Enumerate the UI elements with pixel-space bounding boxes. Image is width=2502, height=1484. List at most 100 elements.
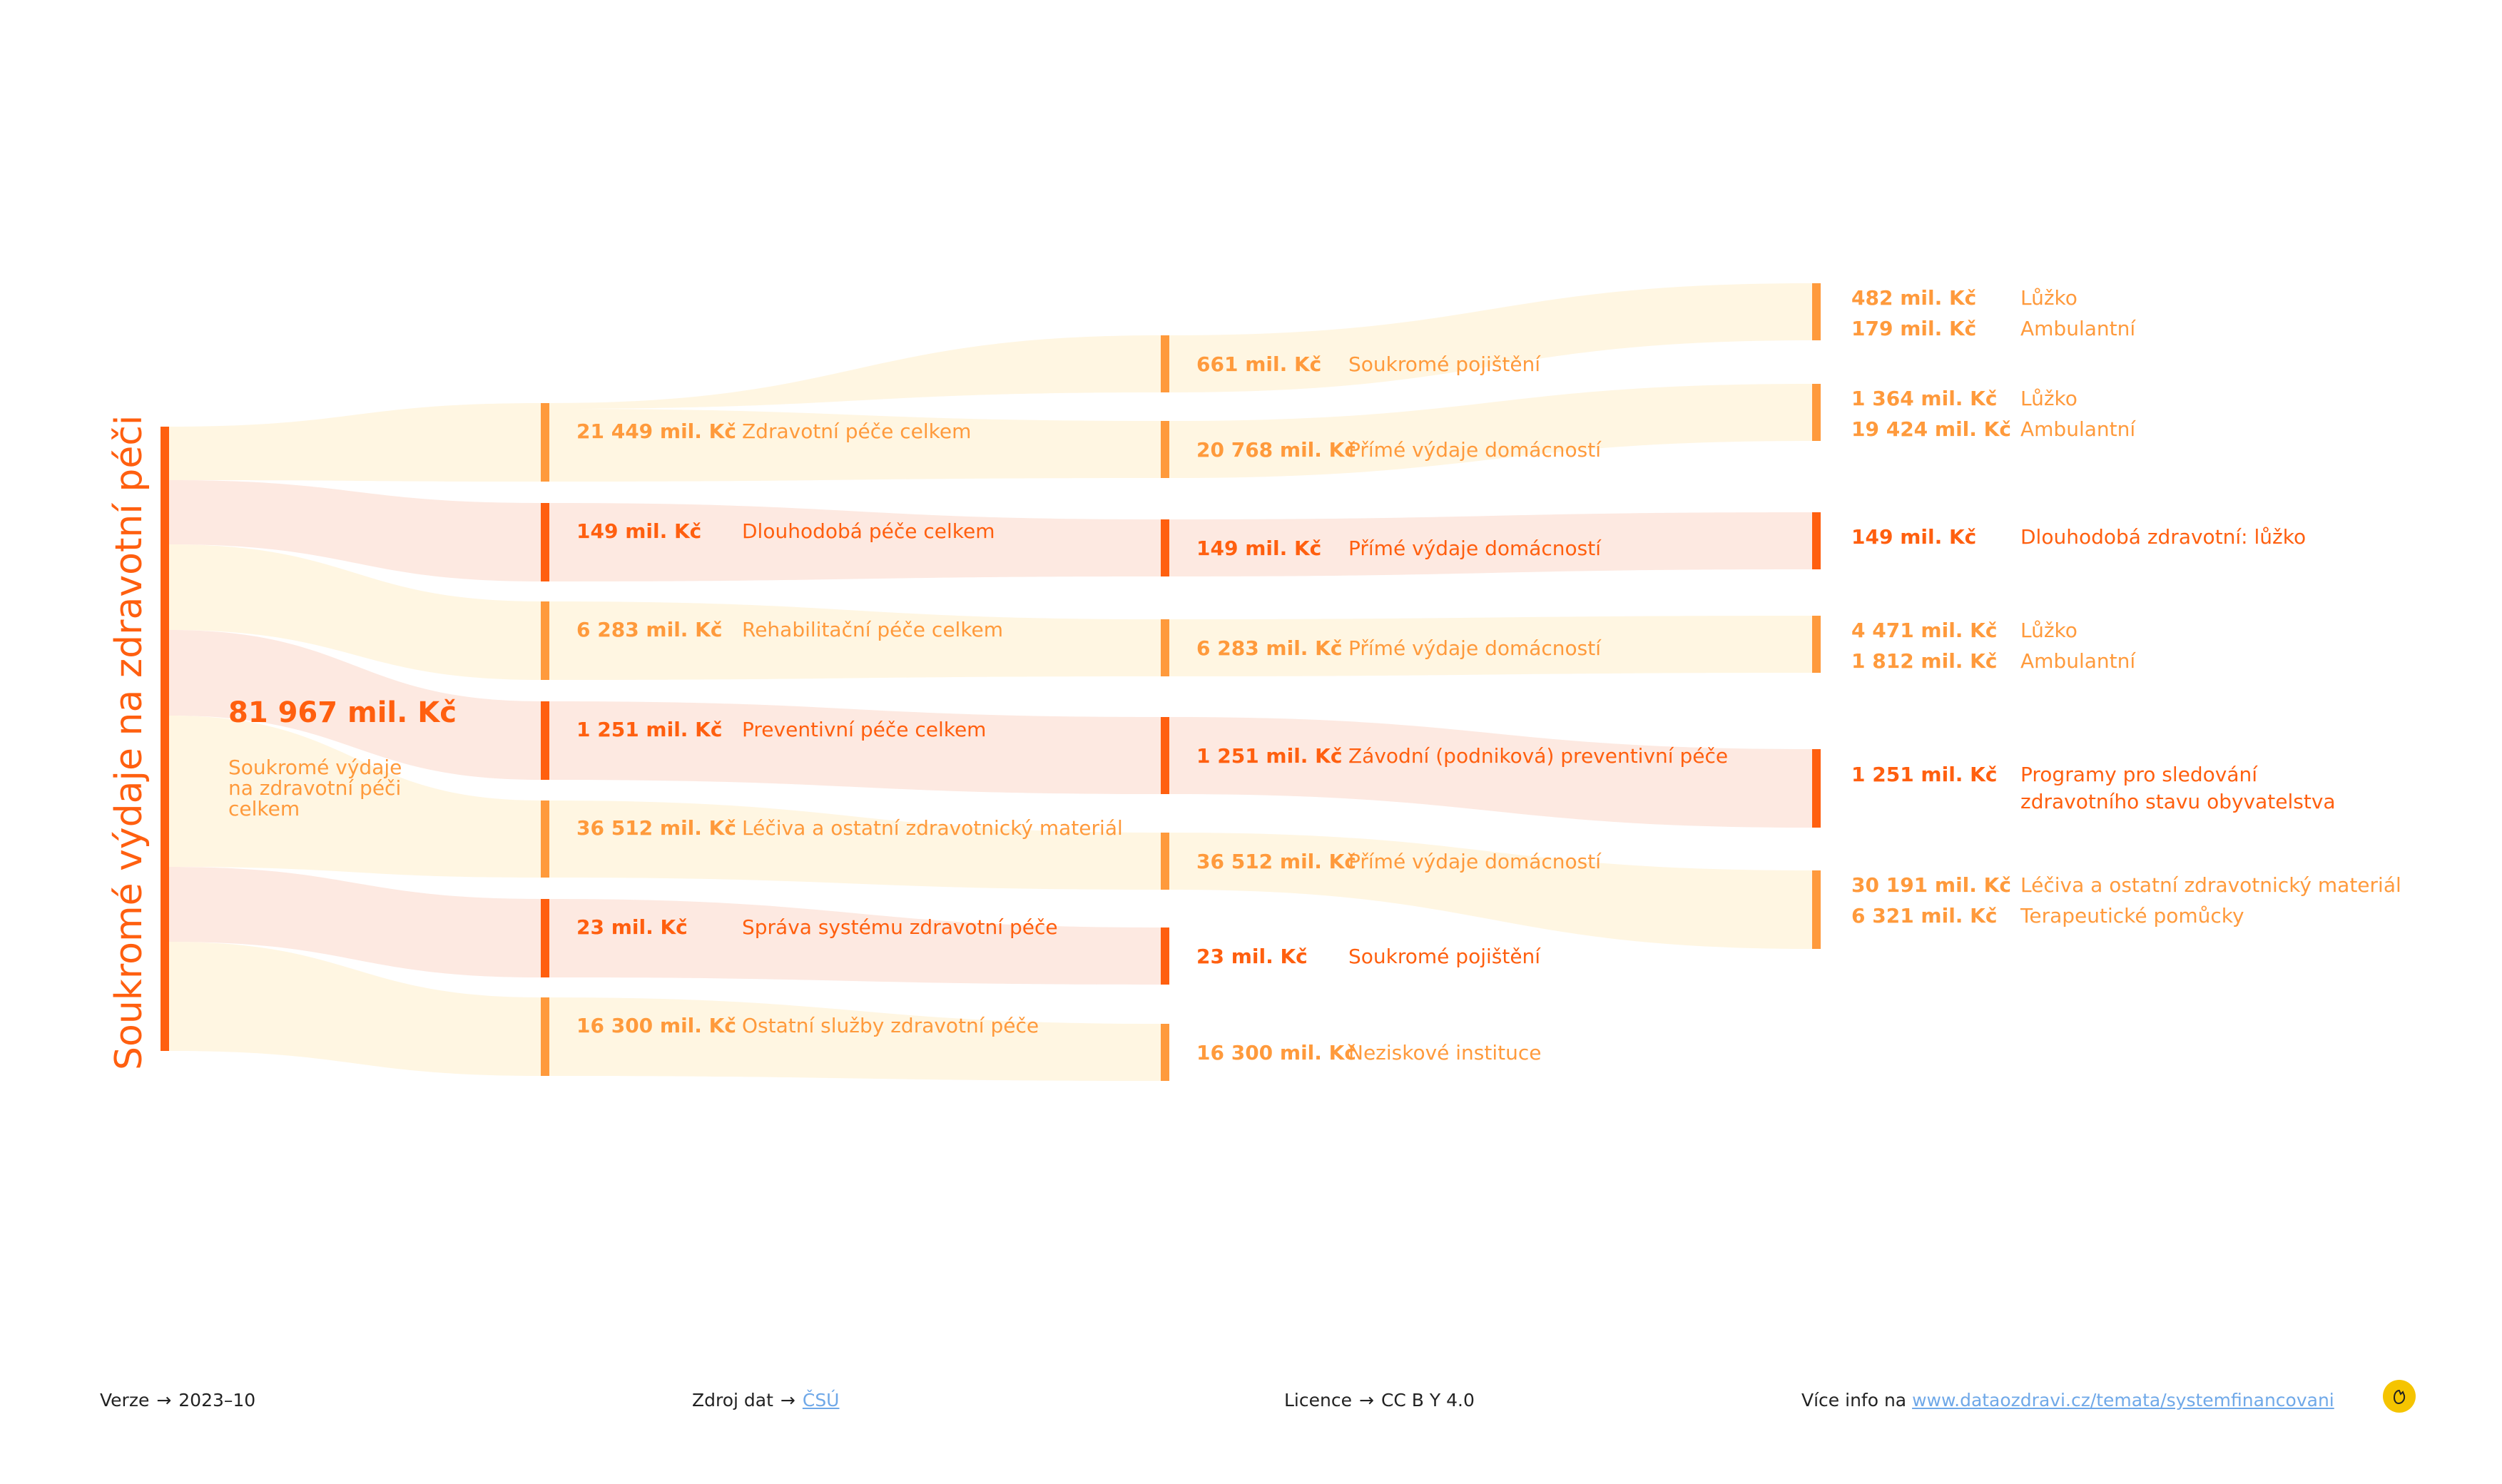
col2-node-value: 149 mil. Kč bbox=[1196, 537, 1321, 560]
col3-node-bar bbox=[1812, 749, 1821, 828]
flow-root-to-col1-4 bbox=[169, 716, 541, 878]
col3-node-label: Dlouhodobá zdravotní: lůžko bbox=[2020, 525, 2306, 549]
col1-node-label: Zdravotní péče celkem bbox=[742, 420, 971, 443]
col2-node-bar bbox=[1161, 833, 1169, 890]
col1-node-label: Správa systému zdravotní péče bbox=[742, 915, 1058, 939]
col3-node-value: 19 424 mil. Kč bbox=[1851, 417, 2011, 441]
flow-col2-to-col3-0 bbox=[1169, 283, 1812, 392]
flow-root-to-col1-1 bbox=[169, 480, 541, 581]
col1-node-value: 6 283 mil. Kč bbox=[576, 618, 722, 641]
col1-node-value: 21 449 mil. Kč bbox=[576, 420, 736, 443]
hand-icon bbox=[2393, 1389, 2406, 1405]
col1-node-label: Preventivní péče celkem bbox=[742, 718, 986, 741]
col2-node-value: 20 768 mil. Kč bbox=[1196, 438, 1356, 462]
col2-node-label: Závodní (podniková) preventivní péče bbox=[1348, 744, 1728, 768]
footer-version: Verze → 2023–10 bbox=[100, 1390, 255, 1411]
col2-node-value: 6 283 mil. Kč bbox=[1196, 636, 1342, 660]
col3-node-value: 6 321 mil. Kč bbox=[1851, 904, 1997, 928]
col3-node-value: 149 mil. Kč bbox=[1851, 525, 1976, 549]
col2-node-bar bbox=[1161, 421, 1169, 478]
col1-node-value: 1 251 mil. Kč bbox=[576, 718, 722, 741]
arrow-right-icon: → bbox=[1358, 1390, 1374, 1411]
col1-node-value: 36 512 mil. Kč bbox=[576, 816, 736, 840]
col3-node-bar bbox=[1812, 616, 1821, 673]
col3-node-bar bbox=[1812, 870, 1821, 949]
col3-node-value: 482 mil. Kč bbox=[1851, 286, 1976, 310]
license-label: Licence bbox=[1284, 1390, 1352, 1411]
root-label-line-2: na zdravotní péči bbox=[228, 776, 401, 800]
col3-node-bar bbox=[1812, 512, 1821, 569]
flow-col1-to-col2-7 bbox=[549, 997, 1161, 1081]
col3-node-label-line-2: zdravotního stavu obyvatelstva bbox=[2020, 790, 2336, 813]
flow-root-to-col1-0 bbox=[169, 403, 541, 482]
sankey-node-bars bbox=[161, 283, 1821, 1081]
col3-node-label: Terapeutické pomůcky bbox=[2020, 904, 2244, 928]
sankey-labels: Soukromé výdaje na zdravotní péči 81 967… bbox=[108, 286, 2401, 1070]
version-label: Verze bbox=[100, 1390, 150, 1411]
flow-col1-to-col2-2 bbox=[549, 503, 1161, 581]
col2-node-label: Přímé výdaje domácností bbox=[1348, 636, 1602, 660]
col2-node-value: 1 251 mil. Kč bbox=[1196, 744, 1342, 768]
flow-root-to-col1-5 bbox=[169, 867, 541, 977]
source-link[interactable]: ČSÚ bbox=[802, 1390, 840, 1411]
col2-node-bar bbox=[1161, 619, 1169, 676]
col1-node-label: Ostatní služby zdravotní péče bbox=[742, 1014, 1039, 1037]
root-value: 81 967 mil. Kč bbox=[228, 696, 457, 729]
arrow-right-icon: → bbox=[780, 1390, 795, 1411]
col2-node-value: 23 mil. Kč bbox=[1196, 945, 1308, 968]
flow-col1-to-col2-3 bbox=[549, 601, 1161, 680]
col2-node-value: 661 mil. Kč bbox=[1196, 352, 1321, 376]
col3-node-label: Ambulantní bbox=[2020, 417, 2136, 441]
col3-node-value: 1 812 mil. Kč bbox=[1851, 649, 1997, 673]
col2-node-value: 36 512 mil. Kč bbox=[1196, 850, 1356, 873]
col3-node-label: Programy pro sledování bbox=[2020, 763, 2258, 786]
col1-node-value: 16 300 mil. Kč bbox=[576, 1014, 736, 1037]
flow-col2-to-col3-2 bbox=[1169, 512, 1812, 576]
root-label-line-1: Soukromé výdaje bbox=[228, 756, 402, 779]
col2-node-bar bbox=[1161, 519, 1169, 576]
col2-node-label: Soukromé pojištění bbox=[1348, 352, 1541, 376]
flow-col1-to-col2-4 bbox=[549, 701, 1161, 794]
col2-node-bar bbox=[1161, 335, 1169, 392]
col3-node-label: Lůžko bbox=[2020, 387, 2078, 410]
sankey-flows bbox=[169, 283, 1812, 1081]
flow-col1-to-col2-6 bbox=[549, 899, 1161, 985]
col1-node-label: Léčiva a ostatní zdravotnický materiál bbox=[742, 816, 1123, 840]
footer-info: Více info na www.dataozdravi.cz/temata/s… bbox=[1801, 1390, 2334, 1411]
col3-node-bar bbox=[1812, 384, 1821, 441]
flow-col2-to-col3-5 bbox=[1169, 833, 1812, 949]
col1-node-bar bbox=[541, 801, 549, 878]
col1-node-label: Rehabilitační péče celkem bbox=[742, 618, 1003, 641]
flow-root-to-col1-2 bbox=[169, 544, 541, 680]
flow-col2-to-col3-4 bbox=[1169, 717, 1812, 828]
col3-node-value: 179 mil. Kč bbox=[1851, 317, 1976, 340]
info-label: Více info na bbox=[1801, 1390, 1907, 1411]
col2-node-label: Soukromé pojištění bbox=[1348, 945, 1541, 968]
arrow-right-icon: → bbox=[156, 1390, 172, 1411]
col3-node-label: Ambulantní bbox=[2020, 317, 2136, 340]
col3-node-label: Lůžko bbox=[2020, 619, 2078, 642]
col2-node-label: Přímé výdaje domácností bbox=[1348, 438, 1602, 462]
col2-node-bar bbox=[1161, 1024, 1169, 1081]
col1-node-value: 23 mil. Kč bbox=[576, 915, 688, 939]
col3-node-label: Ambulantní bbox=[2020, 649, 2136, 673]
flow-col2-to-col3-1 bbox=[1169, 384, 1812, 478]
col1-node-bar bbox=[541, 701, 549, 780]
version-value: 2023–10 bbox=[178, 1390, 256, 1411]
col3-node-label: Léčiva a ostatní zdravotnický materiál bbox=[2020, 873, 2401, 897]
sankey-diagram: Soukromé výdaje na zdravotní péči 81 967… bbox=[108, 283, 2401, 1081]
root-title: Soukromé výdaje na zdravotní péči bbox=[108, 415, 151, 1070]
col2-node-value: 16 300 mil. Kč bbox=[1196, 1041, 1356, 1064]
logo-icon bbox=[2383, 1380, 2416, 1413]
flow-col1-to-col2-5 bbox=[549, 801, 1161, 890]
col2-node-bar bbox=[1161, 717, 1169, 794]
col3-node-label: Lůžko bbox=[2020, 286, 2078, 310]
col3-node-bar bbox=[1812, 283, 1821, 340]
footer-license: Licence→CC B Y 4.0 bbox=[1284, 1390, 1475, 1411]
col3-node-value: 1 251 mil. Kč bbox=[1851, 763, 1997, 786]
info-link[interactable]: www.dataozdravi.cz/temata/systemfinancov… bbox=[1912, 1390, 2334, 1411]
col3-node-value: 1 364 mil. Kč bbox=[1851, 387, 1997, 410]
col2-node-label: Neziskové instituce bbox=[1348, 1041, 1542, 1064]
flow-col1-to-col2-1 bbox=[549, 409, 1161, 482]
root-node-bar bbox=[161, 427, 169, 1051]
